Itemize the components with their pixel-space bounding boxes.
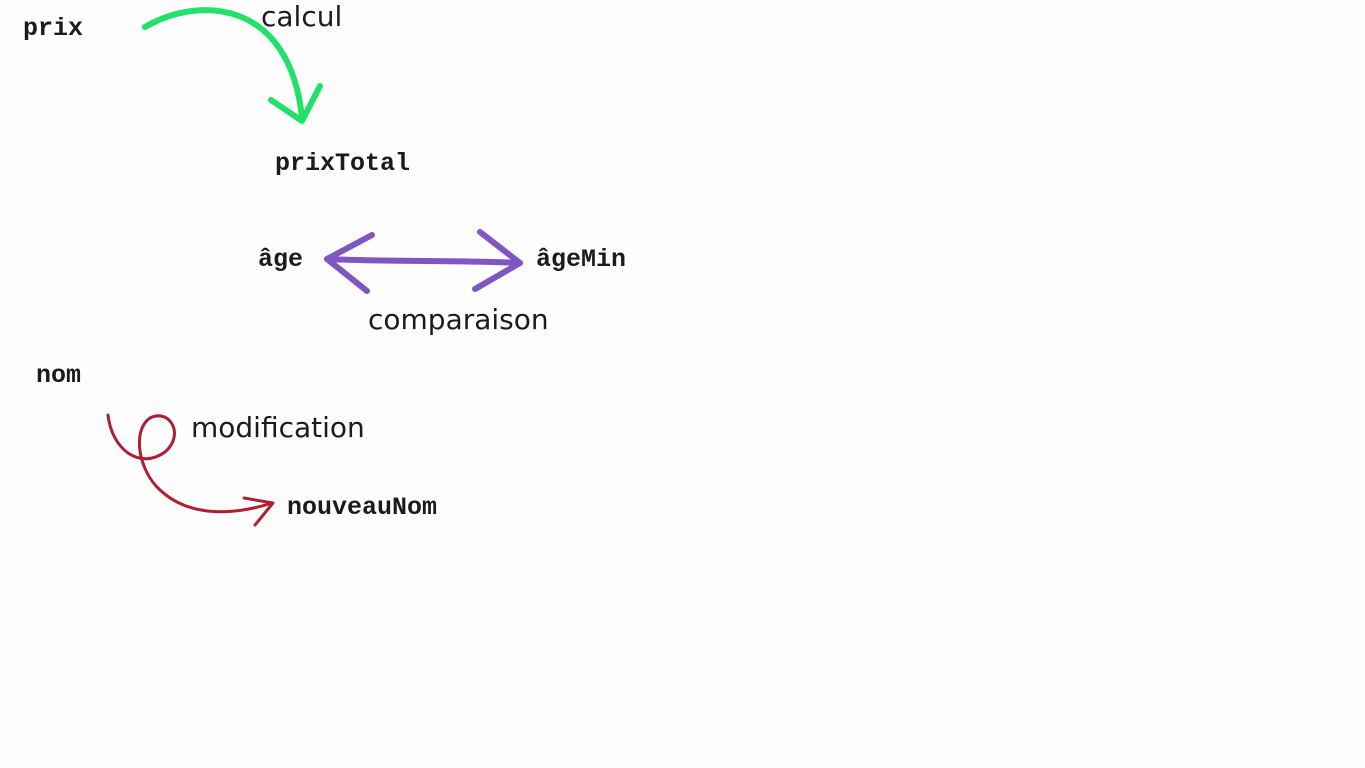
modification-arrow [106,413,275,527]
comparaison-arrow [324,229,523,294]
label-comparaison: comparaison [368,303,549,336]
variable-nouveau-nom: nouveauNom [287,493,438,522]
label-calcul: calcul [261,0,343,33]
calcul-arrow [142,7,323,124]
calcul-arrow-shaft [142,7,305,121]
comparaison-arrow-head-left [324,232,375,294]
variable-nom: nom [36,361,82,390]
label-modification: modification [191,411,365,444]
variable-prix: prix [23,14,84,43]
variable-age-min: âgeMin [536,245,627,274]
variable-age: âge [258,245,304,274]
comparaison-arrow-shaft [324,256,523,266]
comparaison-arrow-head-right [472,229,523,292]
variable-prix-total: prixTotal [275,149,411,178]
calcul-arrow-head [268,83,323,124]
modification-arrow-shaft [106,413,274,514]
modification-arrow-head [242,496,275,527]
